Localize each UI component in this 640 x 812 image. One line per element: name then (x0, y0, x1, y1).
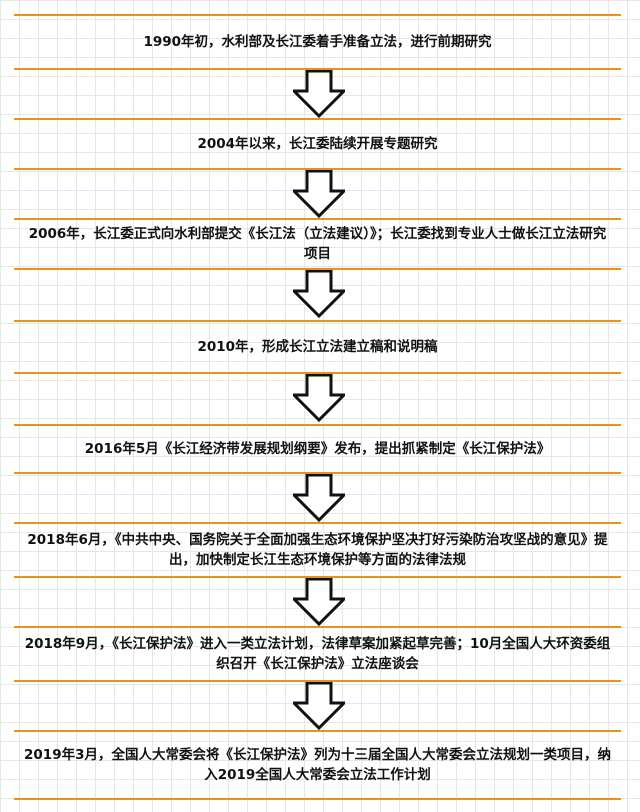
step-text-6: 2018年6月，《中共中央、国务院关于全面加强生态环境保护坚决打好污染防治攻坚战… (27, 532, 608, 568)
step-box-1: 1990年初，水利部及长江委着手准备立法，进行前期研究 (14, 14, 621, 70)
step-text-5: 2016年5月《长江经济带发展规划纲要》发布，提出抓紧制定《长江保护法》 (84, 441, 551, 457)
step-box-6: 2018年6月，《中共中央、国务院关于全面加强生态环境保护坚决打好污染防治攻坚战… (14, 522, 621, 578)
down-arrow-icon (293, 682, 345, 730)
step-text-7: 2018年9月，《长江保护法》进入一类立法计划，法律草案加紧起草完善；10月全国… (24, 636, 611, 672)
down-arrow-icon (293, 270, 345, 318)
down-arrow-icon (293, 70, 345, 118)
step-box-8: 2019年3月，全国人大常委会将《长江保护法》列为十三届全国人大常委会立法规划一… (14, 730, 621, 800)
step-box-7: 2018年9月，《长江保护法》进入一类立法计划，法律草案加紧起草完善；10月全国… (14, 626, 621, 682)
step-box-4: 2010年，形成长江立法建立稿和说明稿 (14, 320, 621, 374)
down-arrow-icon (293, 578, 345, 626)
step-text-3: 2006年，长江委正式向水利部提交《长江法（立法建议）》；长江委找到专业人士做长… (28, 226, 607, 262)
step-text-2: 2004年以来，长江委陆续开展专题研究 (197, 136, 438, 152)
down-arrow-icon (293, 474, 345, 522)
down-arrow-icon (293, 374, 345, 422)
step-text-4: 2010年，形成长江立法建立稿和说明稿 (197, 339, 438, 355)
step-box-5: 2016年5月《长江经济带发展规划纲要》发布，提出抓紧制定《长江保护法》 (14, 424, 621, 474)
step-box-3: 2006年，长江委正式向水利部提交《长江法（立法建议）》；长江委找到专业人士做长… (14, 218, 621, 270)
down-arrow-icon (293, 170, 345, 218)
step-text-8: 2019年3月，全国人大常委会将《长江保护法》列为十三届全国人大常委会立法规划一… (24, 747, 611, 783)
step-box-2: 2004年以来，长江委陆续开展专题研究 (14, 118, 621, 170)
step-text-1: 1990年初，水利部及长江委着手准备立法，进行前期研究 (143, 34, 492, 50)
